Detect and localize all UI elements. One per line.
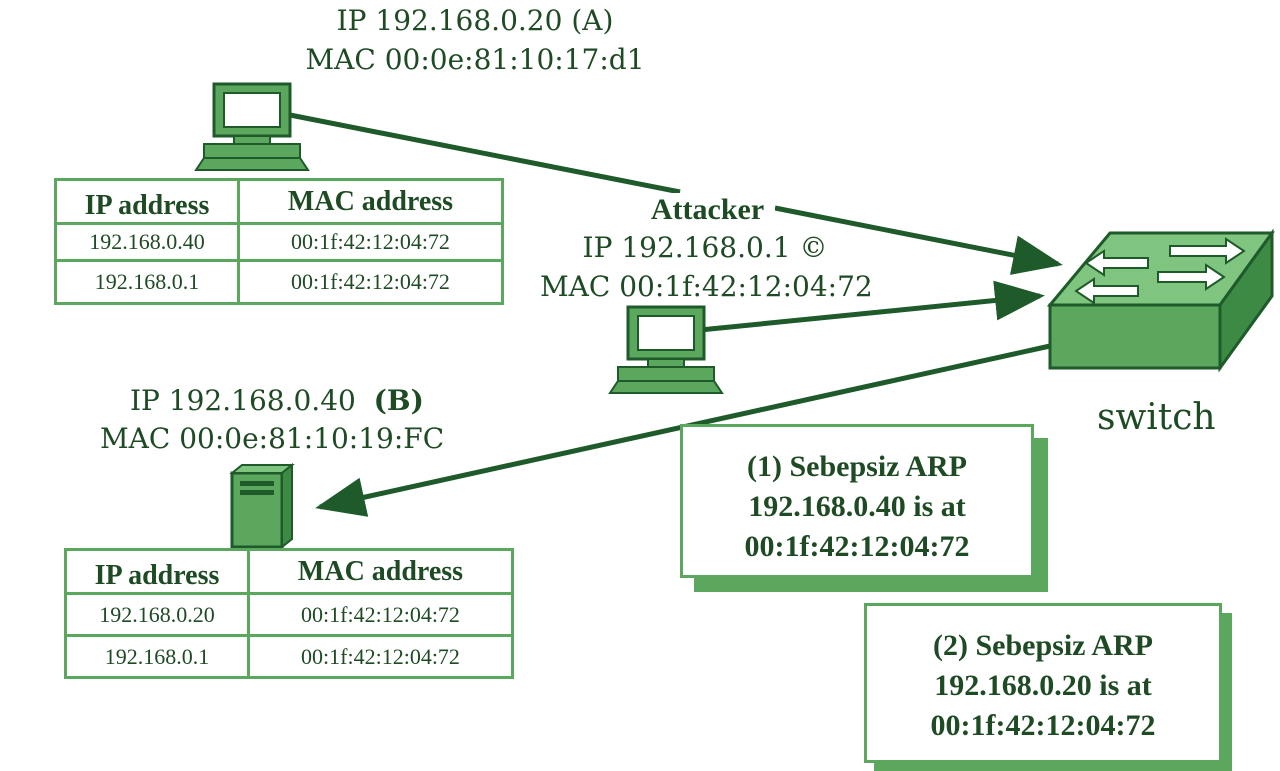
host-b-ip-text: IP 192.168.0.40: [130, 384, 356, 417]
mac-address-header: MAC address: [247, 548, 514, 595]
ip-cell: 192.168.0.1: [54, 259, 240, 305]
arp-message-line: 00:1f:42:12:04:72: [744, 530, 970, 563]
server-tower-icon: [229, 462, 295, 550]
ip-cell: 192.168.0.20: [64, 592, 250, 637]
host-b-ip-label: IP 192.168.0.40 (B): [130, 384, 424, 418]
table-row: 192.168.0.1 00:1f:42:12:04:72: [54, 259, 504, 305]
host-b-tag: (B): [373, 384, 424, 417]
table-row: 192.168.0.40 00:1f:42:12:04:72: [54, 222, 504, 262]
mac-cell: 00:1f:42:12:04:72: [237, 259, 504, 305]
table-header-row: IP address MAC address: [64, 548, 514, 595]
link-a-to-switch: [289, 112, 681, 195]
arp-message-line: 192.168.0.20 is at: [934, 669, 1152, 702]
table-row: 192.168.0.1 00:1f:42:12:04:72: [64, 634, 514, 679]
host-b-mac-label: MAC 00:0e:81:10:19:FC: [100, 422, 445, 455]
attacker-title: Attacker: [640, 193, 775, 227]
attacker-ip-label: IP 192.168.0.1 ©: [582, 231, 828, 264]
host-b-arp-table: IP address MAC address 192.168.0.20 00:1…: [64, 548, 514, 679]
mac-cell: 00:1f:42:12:04:72: [247, 634, 514, 679]
attacker-mac-label: MAC 00:1f:42:12:04:72: [540, 270, 873, 303]
ip-address-header: IP address: [54, 178, 240, 225]
table-row: 192.168.0.20 00:1f:42:12:04:72: [64, 592, 514, 637]
computer-icon: [608, 305, 724, 394]
network-switch-icon: [1046, 228, 1275, 373]
ip-cell: 192.168.0.1: [64, 634, 250, 679]
host-a-ip-label: IP 192.168.0.20 (A): [336, 4, 614, 37]
table-header-row: IP address MAC address: [54, 178, 504, 225]
arp-message-2: (2) Sebepsiz ARP 192.168.0.20 is at 00:1…: [864, 603, 1222, 763]
mac-cell: 00:1f:42:12:04:72: [237, 222, 504, 262]
ip-cell: 192.168.0.40: [54, 222, 240, 262]
arp-message-line: 00:1f:42:12:04:72: [930, 709, 1156, 742]
host-a-mac-label: MAC 00:0e:81:10:17:d1: [305, 43, 645, 76]
switch-label: switch: [1097, 397, 1216, 438]
arp-message-line: 192.168.0.40 is at: [748, 490, 966, 523]
mac-cell: 00:1f:42:12:04:72: [247, 592, 514, 637]
link-attacker-to-switch: [699, 280, 1045, 333]
link-a-to-switch-lower: [774, 205, 1063, 275]
arp-message-title: (1) Sebepsiz ARP: [747, 450, 967, 483]
arp-message-1: (1) Sebepsiz ARP 192.168.0.40 is at 00:1…: [680, 424, 1034, 578]
mac-address-header: MAC address: [237, 178, 504, 225]
host-a-arp-table: IP address MAC address 192.168.0.40 00:1…: [54, 178, 504, 305]
ip-address-header: IP address: [64, 548, 250, 595]
computer-icon: [194, 82, 310, 171]
arp-message-title: (2) Sebepsiz ARP: [933, 629, 1153, 662]
